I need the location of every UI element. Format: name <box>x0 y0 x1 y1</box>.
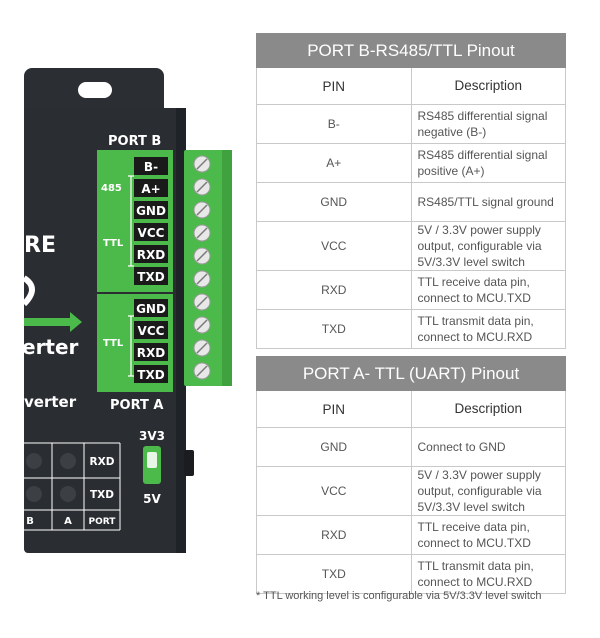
device-illustration: RE erter verter PORT B PORT A 485 TTL TT… <box>21 68 232 553</box>
pin-cell: GND <box>256 427 412 467</box>
port-a-pinout-table: PORT A- TTL (UART) Pinout PIN Descriptio… <box>256 356 566 594</box>
description-cell: RS485 differential signal negative (B-) <box>410 104 566 144</box>
pin-label-box <box>134 321 168 339</box>
pin-label-box <box>134 245 168 263</box>
pin-cell: B- <box>256 104 412 144</box>
description-cell: RS485 differential signal positive (A+) <box>410 143 566 183</box>
group-label-ttl-a: TTL <box>103 338 124 349</box>
port-b-pin-labels: B- A+ GND VCC RXD TXD <box>134 157 168 285</box>
arrow-icon <box>24 312 82 332</box>
pin-cell: A+ <box>256 143 412 183</box>
group-bracket-b <box>128 175 134 267</box>
description-cell: TTL receive data pin, connect to MCU.TXD <box>410 270 566 310</box>
led-label-port: PORT <box>89 517 117 527</box>
pin-label-box <box>134 299 168 317</box>
pin-label: VCC <box>138 226 165 240</box>
table-header-row: PIN Description <box>256 67 566 105</box>
pin-label: TXD <box>137 368 164 382</box>
description-cell: 5V / 3.3V power supply output, configura… <box>410 221 566 271</box>
pin-label: GND <box>136 302 166 316</box>
pin-label-box <box>134 267 168 285</box>
pin-cell: TXD <box>256 309 412 349</box>
pin-cell: GND <box>256 182 412 222</box>
mounting-hole <box>78 82 112 98</box>
table-row: RXD TTL receive data pin, connect to MCU… <box>256 515 566 555</box>
pin-label: B- <box>144 160 158 174</box>
terminal-screws <box>193 155 211 380</box>
group-label-485: 485 <box>101 183 122 194</box>
port-b-pinout-table: PORT B-RS485/TTL Pinout PIN Description … <box>256 33 566 349</box>
case-side <box>176 108 186 553</box>
table-header-row: PIN Description <box>256 390 566 428</box>
description-cell: TTL transmit data pin, connect to MCU.RX… <box>410 309 566 349</box>
port-a-label: PORT A <box>110 398 163 413</box>
pin-label-box <box>134 157 168 175</box>
description-cell: TTL transmit data pin, connect to MCU.RX… <box>410 554 566 594</box>
pin-label: VCC <box>138 324 165 338</box>
led-icon <box>26 486 42 502</box>
pin-label-box <box>134 201 168 219</box>
description-cell: RS485/TTL signal ground <box>410 182 566 222</box>
pin-label: A+ <box>141 182 160 196</box>
group-bracket-a <box>128 315 134 377</box>
pin-label-box <box>134 179 168 197</box>
led-label-rxd: RXD <box>90 456 115 468</box>
table-row: VCC 5V / 3.3V power supply output, confi… <box>256 466 566 516</box>
table-row: TXD TTL transmit data pin, connect to MC… <box>256 554 566 594</box>
case-logo-fragment <box>21 275 35 307</box>
group-label-ttl-b: TTL <box>103 238 124 249</box>
footnote: * TTL working level is configurable via … <box>256 590 542 602</box>
led-indicator-grid: RXD TXD B A PORT <box>24 442 121 531</box>
pin-cell: VCC <box>256 466 412 516</box>
led-label-txd: TXD <box>90 489 114 501</box>
column-header-description: Description <box>410 390 566 428</box>
table-row: A+ RS485 differential signal positive (A… <box>256 143 566 183</box>
led-label-b: B <box>26 516 34 527</box>
port-a-pin-labels: GND VCC RXD TXD <box>134 299 168 383</box>
pin-label-box <box>134 343 168 361</box>
led-icon <box>26 453 42 469</box>
pin-label: RXD <box>137 248 165 262</box>
table-title: PORT A- TTL (UART) Pinout <box>256 356 566 391</box>
case-logo-text: RE <box>24 233 56 258</box>
level-switch-knob <box>147 452 157 468</box>
led-label-a: A <box>64 516 72 527</box>
pin-label: TXD <box>137 270 164 284</box>
table-row: VCC 5V / 3.3V power supply output, confi… <box>256 221 566 271</box>
description-cell: Connect to GND <box>410 427 566 467</box>
pin-cell: RXD <box>256 270 412 310</box>
description-cell: TTL receive data pin, connect to MCU.TXD <box>410 515 566 555</box>
table-title: PORT B-RS485/TTL Pinout <box>256 33 566 68</box>
column-header-description: Description <box>410 67 566 105</box>
switch-label-3v3: 3V3 <box>139 429 165 443</box>
case-subtitle-text: verter <box>24 393 77 411</box>
table-row: TXD TTL transmit data pin, connect to MC… <box>256 309 566 349</box>
port-b-label: PORT B <box>108 134 161 149</box>
table-row: GND Connect to GND <box>256 427 566 467</box>
pin-label-box <box>134 223 168 241</box>
pin-label-box <box>134 365 168 383</box>
pin-cell: RXD <box>256 515 412 555</box>
pin-cell: VCC <box>256 221 412 271</box>
pin-label: RXD <box>137 346 165 360</box>
description-cell: 5V / 3.3V power supply output, configura… <box>410 466 566 516</box>
case-model-text: erter <box>22 335 79 359</box>
led-icon <box>60 486 76 502</box>
table-row: RXD TTL receive data pin, connect to MCU… <box>256 270 566 310</box>
terminal-block-shade <box>222 150 232 386</box>
pin-label: GND <box>136 204 166 218</box>
column-header-pin: PIN <box>256 390 412 428</box>
table-row: GND RS485/TTL signal ground <box>256 182 566 222</box>
table-row: B- RS485 differential signal negative (B… <box>256 104 566 144</box>
led-icon <box>60 453 76 469</box>
switch-label-5v: 5V <box>143 492 161 506</box>
pin-cell: TXD <box>256 554 412 594</box>
side-button <box>184 450 194 476</box>
column-header-pin: PIN <box>256 67 412 105</box>
